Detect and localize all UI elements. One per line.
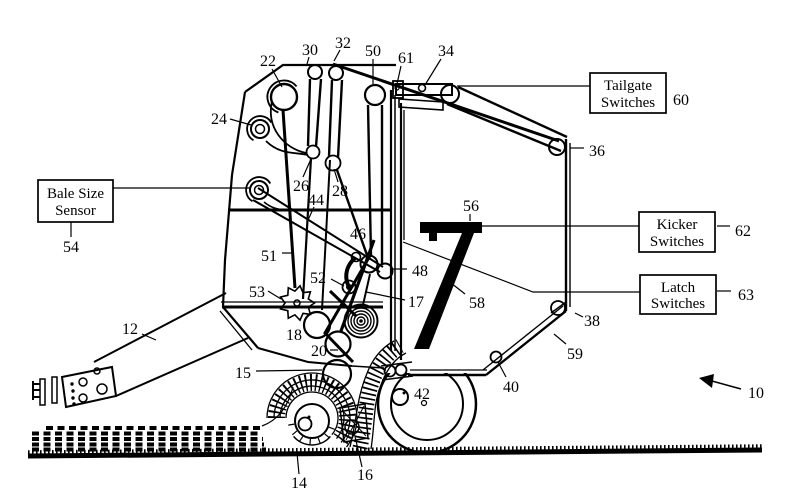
ref-label-40: 40 — [503, 379, 519, 396]
ref-label-28: 28 — [332, 183, 348, 200]
ref-label-24: 24 — [211, 111, 227, 128]
ref-label-38: 38 — [584, 313, 600, 330]
ref-labels: 10 12 14 15 16 17 18 20 22 24 26 28 30 3… — [63, 35, 764, 492]
callout-bale-line2: Sensor — [55, 203, 96, 219]
ground — [27, 444, 763, 459]
ref-label-14: 14 — [291, 475, 307, 492]
ref-label-42: 42 — [414, 386, 430, 403]
ref-label-56: 56 — [463, 198, 479, 215]
tailgate — [392, 80, 571, 377]
callout-latch-line1: Latch — [661, 280, 696, 296]
ref-label-32: 32 — [335, 35, 351, 52]
ref-label-63: 63 — [738, 287, 754, 304]
callout-kicker-switches: Kicker Switches — [638, 211, 716, 253]
ref-label-34: 34 — [438, 43, 454, 60]
callout-latch-line2: Switches — [651, 296, 705, 312]
orientation-arrow — [699, 374, 742, 390]
ref-label-48: 48 — [412, 263, 428, 280]
ref-label-36: 36 — [589, 143, 605, 160]
ref-label-16: 16 — [357, 467, 373, 484]
hay-windrow — [32, 426, 266, 452]
callout-kicker-line1: Kicker — [657, 217, 698, 233]
ref-label-51: 51 — [261, 248, 277, 265]
hay-flow — [261, 339, 407, 450]
pickup — [288, 403, 369, 446]
ref-label-10: 10 — [748, 385, 764, 402]
callout-tailgate-line2: Switches — [601, 95, 655, 111]
kicker-arm — [414, 222, 482, 349]
ref-label-60: 60 — [673, 92, 689, 109]
ref-label-50: 50 — [365, 43, 381, 60]
ref-label-17: 17 — [408, 294, 424, 311]
ref-label-26: 26 — [293, 178, 309, 195]
ref-label-18: 18 — [286, 327, 302, 344]
ref-label-12: 12 — [122, 321, 138, 338]
ref-label-62: 62 — [735, 223, 751, 240]
interior-rollers — [279, 239, 414, 390]
callout-tailgate-switches: Tailgate Switches — [589, 72, 667, 114]
hitch-clevis — [32, 376, 58, 406]
ref-label-15: 15 — [235, 365, 251, 382]
callout-bale-line1: Bale Size — [47, 186, 104, 202]
upper-rollers — [245, 64, 427, 212]
callout-boxes: Bale Size Sensor Tailgate Switches Kicke… — [37, 72, 717, 315]
ref-label-58: 58 — [469, 295, 485, 312]
ref-label-22: 22 — [260, 53, 276, 70]
ref-label-54: 54 — [63, 239, 79, 256]
ref-label-53: 53 — [249, 284, 265, 301]
ref-label-52: 52 — [310, 270, 326, 287]
drawbar — [60, 292, 249, 409]
callout-bale-size-sensor: Bale Size Sensor — [37, 179, 114, 223]
leader-lines — [70, 49, 731, 475]
ground-wheel — [376, 373, 478, 455]
callout-kicker-line2: Switches — [650, 234, 704, 250]
baler-body — [219, 63, 405, 369]
ref-label-59: 59 — [567, 346, 583, 363]
ref-label-20: 20 — [311, 343, 327, 360]
ref-label-30: 30 — [302, 42, 318, 59]
ref-label-46: 46 — [350, 226, 366, 243]
ref-label-61: 61 — [398, 50, 414, 67]
ref-label-44: 44 — [308, 192, 324, 209]
wheel-hub — [391, 388, 428, 407]
callout-latch-switches: Latch Switches — [639, 274, 717, 315]
callout-tailgate-line1: Tailgate — [604, 78, 652, 94]
